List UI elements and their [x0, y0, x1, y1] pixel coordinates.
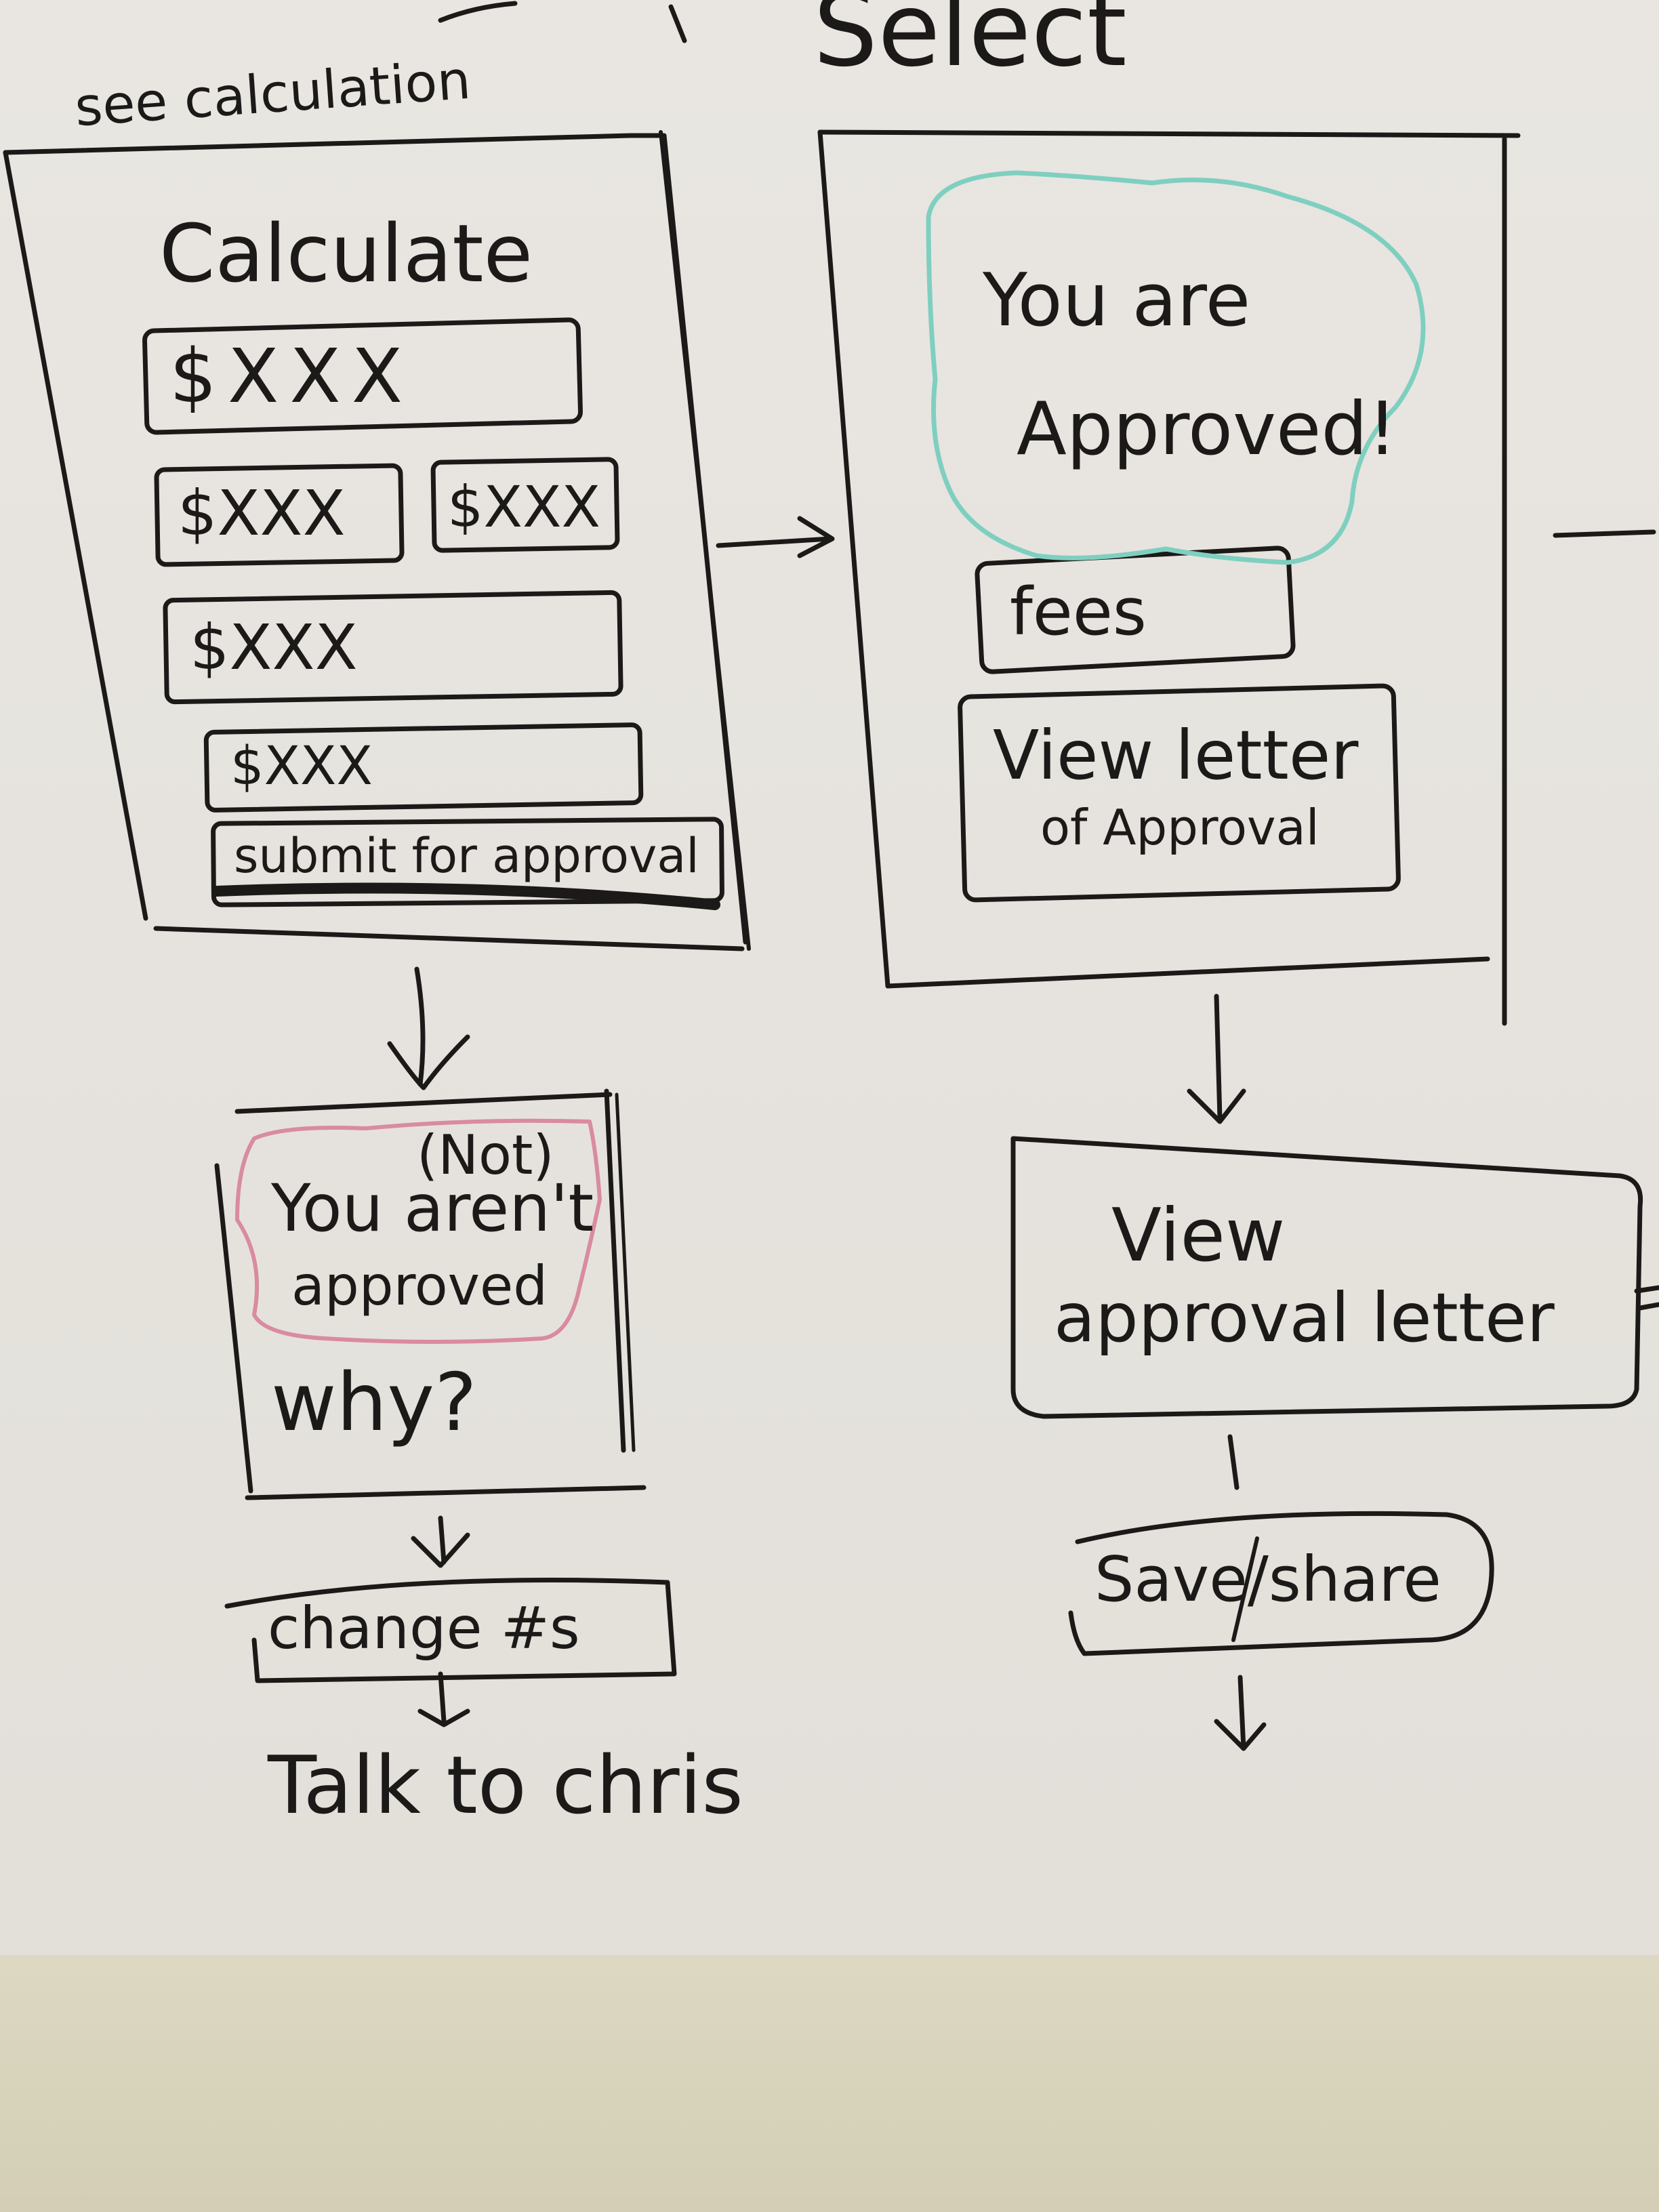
- pink-highlight: [235, 1118, 602, 1344]
- arrow-to-not-approved: [414, 966, 426, 1087]
- view-letter-button-line1[interactable]: View letter: [993, 716, 1359, 795]
- approved-message-line2: Approved!: [1017, 387, 1397, 472]
- approved-frame-bottom: [885, 956, 1490, 989]
- arrow-right-cropped: [1553, 529, 1656, 538]
- field-1-value[interactable]: $XXX: [169, 333, 414, 419]
- change-numbers-box: [224, 1578, 677, 1683]
- submit-box: [211, 817, 724, 907]
- view-letter-button-line2[interactable]: of Approval: [1040, 799, 1319, 856]
- change-numbers-button[interactable]: change #s: [268, 1595, 580, 1662]
- arrow-to-approved: [716, 536, 833, 548]
- not-approved-message-line2: approved: [291, 1254, 548, 1317]
- field-1-box: [142, 317, 583, 435]
- field-2b-value[interactable]: $XXX: [447, 474, 601, 540]
- field-4-box: [203, 722, 644, 813]
- teal-highlight: [926, 170, 1426, 565]
- view-approval-letter-line1[interactable]: View: [1111, 1193, 1286, 1278]
- not-approved-frame-left: [214, 1163, 253, 1494]
- talk-to-chris-label: Talk to chris: [268, 1738, 743, 1832]
- not-approved-frame-top: [234, 1092, 613, 1114]
- field-2b-box: [430, 457, 620, 553]
- not-approved-frame-right: [604, 1088, 626, 1453]
- field-3-box: [163, 590, 623, 705]
- calculate-title: Calculate: [159, 207, 533, 300]
- why-link[interactable]: why?: [271, 1355, 477, 1449]
- calculate-frame-left: [3, 150, 148, 921]
- save-share-button[interactable]: Save/share: [1094, 1543, 1441, 1616]
- cropped-doodle-2: [668, 4, 687, 43]
- view-approval-letter-box: [1010, 1136, 1643, 1419]
- arrow-to-view-approval: [1214, 994, 1223, 1121]
- field-2a-value[interactable]: $XXX: [178, 477, 346, 550]
- view-letter-box: [958, 683, 1401, 903]
- beige-wall-strip: [0, 1955, 1659, 2212]
- calculate-frame-bottom: [153, 926, 745, 951]
- approved-frame-top: [817, 129, 1521, 138]
- not-approved-message-line1: You aren't: [271, 1170, 594, 1246]
- not-label: (Not): [417, 1124, 554, 1187]
- view-approval-letter-line2[interactable]: approval letter: [1054, 1278, 1555, 1357]
- submit-for-approval-button[interactable]: submit for approval: [234, 828, 699, 884]
- approved-frame-left: [817, 129, 890, 989]
- field-2a-box: [154, 463, 405, 567]
- not-approved-frame-bottom: [245, 1485, 647, 1500]
- field-4-value[interactable]: $XXX: [230, 736, 373, 797]
- cropped-doodle: [438, 1, 518, 23]
- fees-button[interactable]: fees: [1010, 574, 1147, 650]
- select-title: Select: [813, 0, 1127, 89]
- approved-message-line1: You are: [983, 258, 1251, 343]
- save-share-box: [1068, 1511, 1494, 1656]
- field-3-value[interactable]: $XXX: [190, 611, 358, 684]
